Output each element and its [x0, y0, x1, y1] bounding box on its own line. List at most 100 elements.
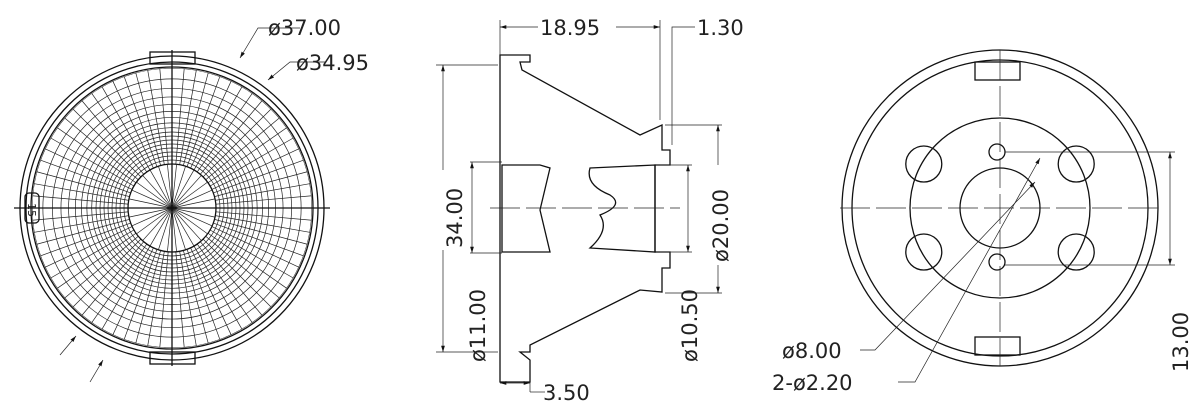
rear-diameter-label: ø20.00: [709, 189, 733, 262]
facet-ray: [80, 241, 144, 318]
facet-ray: [123, 74, 158, 167]
facet-ray: [111, 247, 154, 337]
cavity: [501, 164, 551, 253]
facet-ray: [55, 126, 137, 184]
facet-ray: [209, 229, 296, 280]
spoke: [171, 189, 213, 209]
rear-view: 13.00 ø8.00 2-ø2.20: [772, 49, 1192, 395]
bottom-tab: [149, 351, 196, 365]
facet-ray: [202, 238, 273, 309]
front-view: 15 ø37.00 ø34.95: [14, 16, 369, 383]
facet-ray: [90, 91, 148, 173]
facet-ray: [215, 215, 312, 234]
spoke: [131, 207, 173, 227]
section-view: 18.95 1.30 34.00 ø11.00 ø20.00 ø10.50 3.…: [436, 16, 744, 404]
inner-diameter-label: ø34.95: [296, 51, 369, 75]
mark-box: [24, 192, 40, 224]
spoke: [171, 198, 216, 209]
facet-ray: [186, 74, 221, 167]
flange-label: 1.30: [697, 16, 744, 40]
facet-ray: [175, 251, 185, 348]
cavity-diameter-label: ø11.00: [466, 289, 490, 362]
facet-ray: [214, 170, 310, 197]
spoke: [171, 164, 177, 209]
facet-ray: [193, 245, 244, 332]
facet-ray: [32, 182, 129, 201]
facet-ray: [207, 232, 289, 290]
spoke: [171, 207, 208, 235]
bottom-notch: [974, 336, 1021, 356]
facet-ray: [62, 116, 139, 180]
facet-ray: [202, 107, 273, 178]
facet-ray: [62, 236, 139, 300]
facet-ray: [214, 219, 310, 246]
facet-ray: [43, 147, 133, 190]
spoke: [171, 166, 186, 209]
facet-ray: [183, 70, 210, 166]
spoke: [171, 169, 195, 209]
facet-ray: [190, 247, 233, 337]
spoke: [171, 207, 216, 218]
facet-ray: [90, 243, 148, 325]
facet-ray: [179, 251, 198, 348]
facet-ray: [193, 84, 244, 171]
facet-ray: [196, 91, 254, 173]
facet-ray: [34, 170, 130, 197]
lens-section: [499, 54, 671, 383]
facet-ray: [48, 229, 135, 280]
spoke: [167, 164, 173, 209]
facet-ray: [48, 136, 135, 187]
facet-ray: [134, 250, 161, 346]
facet-ray: [159, 68, 169, 165]
spoke: [136, 181, 173, 209]
facet-ray: [71, 238, 142, 309]
facet-ray: [215, 195, 312, 205]
facet-ray: [32, 195, 129, 205]
facet-ray: [186, 249, 221, 342]
facet-ray: [205, 236, 282, 300]
facet-ray: [190, 79, 233, 169]
facet-ray: [80, 98, 144, 175]
facet-ray: [100, 245, 151, 332]
facet-ray: [38, 159, 131, 194]
scallop-cutout: [1057, 145, 1095, 183]
pin-hole-top: [988, 143, 1006, 161]
facet-ray: [213, 222, 306, 257]
facet-ray: [146, 251, 165, 348]
facet-ray: [38, 222, 131, 257]
rear-bore-label: ø10.50: [678, 289, 702, 362]
facet-ray: [213, 159, 306, 194]
facet-ray: [207, 126, 289, 184]
facet-ray: [200, 98, 264, 175]
spoke: [128, 198, 173, 209]
top-tab: [149, 51, 196, 65]
outer-diameter-label: ø37.00: [268, 16, 341, 40]
spoke: [171, 181, 208, 209]
facet-ray: [215, 182, 312, 201]
center-spokes: [128, 164, 216, 252]
scallop-cutout: [905, 233, 943, 271]
facet-ray: [100, 84, 151, 171]
hub: [909, 117, 1091, 299]
facet-ray: [183, 250, 210, 346]
facet-ray: [211, 226, 301, 269]
mark-label: 15: [25, 203, 38, 217]
facet-ray: [200, 241, 264, 318]
spoke: [149, 207, 173, 247]
pin-hole-bottom: [988, 253, 1006, 271]
spoke: [136, 207, 173, 235]
facet-ray: [55, 232, 137, 290]
facet-ray: [159, 251, 169, 348]
spoke: [149, 169, 173, 209]
facet-ray: [111, 79, 154, 169]
spoke: [167, 207, 173, 252]
facet-ray: [211, 147, 301, 190]
spoke: [158, 166, 173, 209]
facet-ray: [134, 70, 161, 166]
spoke: [171, 207, 202, 241]
pin-holes-label: 2-ø2.20: [772, 371, 853, 395]
facet-ray: [215, 211, 312, 221]
spoke: [171, 207, 213, 227]
spoke: [142, 207, 173, 241]
